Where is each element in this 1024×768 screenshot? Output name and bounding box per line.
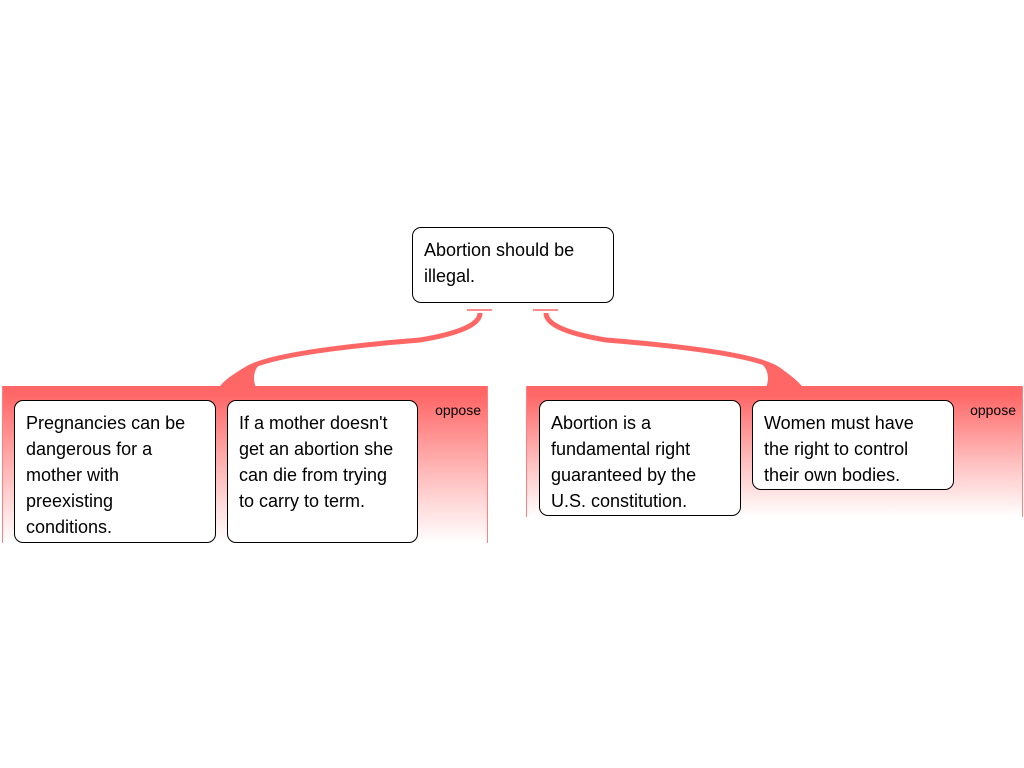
right-connector [543, 312, 803, 390]
root-claim[interactable]: Abortion should be illegal. [412, 227, 614, 303]
premise-box[interactable]: Pregnancies can be dangerous for a mothe… [14, 400, 216, 543]
premise-box[interactable]: Abortion is a fundamental right guarante… [539, 400, 741, 516]
premise-box[interactable]: Women must have the right to control the… [752, 400, 954, 490]
premise-box[interactable]: If a mother doesn't get an abortion she … [227, 400, 418, 543]
right-connector-fillet [760, 362, 802, 388]
group-label: oppose [970, 402, 1016, 418]
left-connector [219, 312, 483, 390]
left-connector-fillet [220, 362, 262, 388]
group-label: oppose [435, 402, 481, 418]
